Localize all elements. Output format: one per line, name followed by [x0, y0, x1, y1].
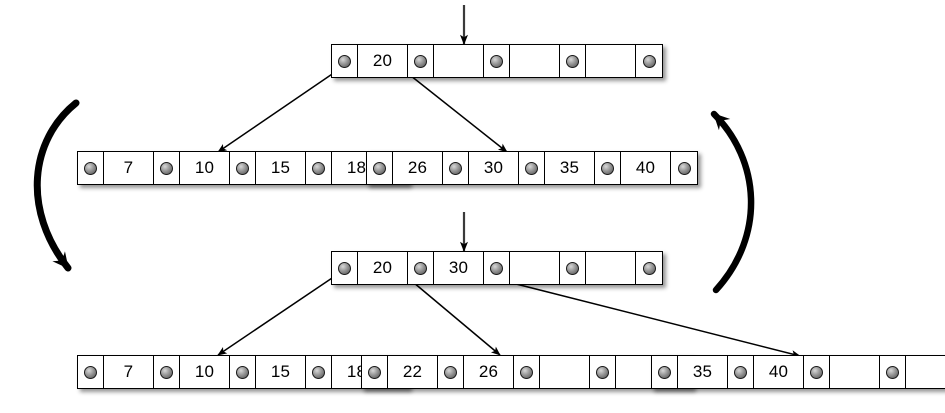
pointer-dot-icon — [444, 365, 457, 379]
key-cell[interactable] — [510, 252, 560, 284]
leaf-node-before-left[interactable]: 7 10 15 18 — [77, 151, 409, 185]
child-edge-after-1 — [217, 271, 342, 356]
pointer-cell[interactable] — [484, 45, 510, 77]
key-cell[interactable]: 35 — [545, 152, 595, 184]
pointer-cell[interactable] — [306, 356, 332, 388]
pointer-cell[interactable] — [595, 152, 621, 184]
pointer-dot-icon — [236, 161, 249, 175]
pointer-dot-icon — [677, 161, 691, 175]
key-cell[interactable]: 26 — [393, 152, 443, 184]
pointer-cell[interactable] — [804, 356, 830, 388]
pointer-dot-icon — [658, 365, 671, 379]
pointer-dot-icon — [414, 261, 427, 275]
key-cell[interactable]: 30 — [469, 152, 519, 184]
pointer-dot-icon — [236, 365, 249, 379]
key-cell[interactable] — [434, 45, 484, 77]
pointer-cell[interactable] — [230, 356, 256, 388]
pointer-cell[interactable] — [728, 356, 754, 388]
pointer-dot-icon — [566, 261, 579, 275]
child-edge-before-2 — [400, 67, 508, 153]
pointer-cell[interactable] — [560, 45, 586, 77]
key-cell[interactable]: 20 — [358, 252, 408, 284]
pointer-cell[interactable] — [514, 356, 540, 388]
root-node-before[interactable]: 20 — [331, 44, 663, 78]
pointer-dot-icon — [490, 54, 503, 68]
pointer-cell[interactable] — [154, 356, 180, 388]
pointer-cell[interactable] — [880, 356, 906, 388]
key-cell[interactable]: 30 — [434, 252, 484, 284]
pointer-dot-icon — [886, 365, 899, 379]
pointer-dot-icon — [490, 261, 503, 275]
key-cell[interactable]: 40 — [621, 152, 671, 184]
pointer-cell[interactable] — [230, 152, 256, 184]
leaf-node-after-right[interactable]: 35 40 — [651, 355, 945, 389]
key-cell[interactable] — [510, 45, 560, 77]
pointer-cell[interactable] — [519, 152, 545, 184]
pointer-dot-icon — [566, 54, 579, 68]
pointer-dot-icon — [642, 54, 656, 68]
key-cell[interactable]: 26 — [464, 356, 514, 388]
pointer-dot-icon — [84, 161, 97, 175]
pointer-dot-icon — [810, 365, 823, 379]
pointer-cell[interactable] — [78, 356, 104, 388]
leaf-node-before-right[interactable]: 26 30 35 40 — [366, 151, 698, 185]
pointer-dot-icon — [520, 365, 533, 379]
pointer-cell[interactable] — [332, 45, 358, 77]
pointer-cell[interactable] — [78, 152, 104, 184]
pointer-cell[interactable] — [636, 252, 662, 284]
pointer-dot-icon — [312, 161, 325, 175]
pointer-cell[interactable] — [652, 356, 678, 388]
pointer-dot-icon — [312, 365, 325, 379]
transition-arrow-right — [710, 110, 755, 294]
pointer-cell[interactable] — [560, 252, 586, 284]
pointer-cell[interactable] — [636, 45, 662, 77]
key-cell[interactable]: 35 — [678, 356, 728, 388]
pointer-cell[interactable] — [443, 152, 469, 184]
child-edge-before-1 — [217, 67, 342, 153]
key-cell[interactable] — [906, 356, 945, 388]
key-cell[interactable]: 22 — [388, 356, 438, 388]
pointer-cell[interactable] — [408, 252, 434, 284]
key-cell[interactable] — [830, 356, 880, 388]
pointer-dot-icon — [84, 365, 97, 379]
pointer-cell[interactable] — [362, 356, 388, 388]
key-cell[interactable]: 10 — [180, 356, 230, 388]
key-cell[interactable] — [586, 252, 636, 284]
pointer-dot-icon — [525, 161, 538, 175]
key-cell[interactable] — [540, 356, 590, 388]
pointer-cell[interactable] — [332, 252, 358, 284]
pointer-cell[interactable] — [671, 152, 697, 184]
pointer-cell[interactable] — [306, 152, 332, 184]
pointer-cell[interactable] — [367, 152, 393, 184]
root-node-after[interactable]: 20 30 — [331, 251, 663, 285]
key-cell[interactable]: 40 — [754, 356, 804, 388]
key-cell[interactable]: 20 — [358, 45, 408, 77]
pointer-dot-icon — [373, 161, 386, 175]
pointer-cell[interactable] — [154, 152, 180, 184]
key-cell[interactable]: 10 — [180, 152, 230, 184]
pointer-cell[interactable] — [438, 356, 464, 388]
pointer-dot-icon — [338, 261, 351, 275]
key-cell[interactable] — [586, 45, 636, 77]
leaf-node-after-middle[interactable]: 22 26 — [361, 355, 693, 389]
leaf-node-after-left[interactable]: 7 10 15 18 — [77, 355, 409, 389]
pointer-cell[interactable] — [590, 356, 616, 388]
pointer-dot-icon — [596, 365, 609, 379]
key-cell[interactable]: 15 — [256, 356, 306, 388]
key-cell[interactable]: 15 — [256, 152, 306, 184]
pointer-cell[interactable] — [484, 252, 510, 284]
pointer-dot-icon — [642, 261, 656, 275]
pointer-cell[interactable] — [408, 45, 434, 77]
pointer-dot-icon — [449, 161, 462, 175]
pointer-dot-icon — [160, 365, 173, 379]
key-cell[interactable]: 7 — [104, 356, 154, 388]
pointer-dot-icon — [414, 54, 427, 68]
pointer-dot-icon — [160, 161, 173, 175]
pointer-dot-icon — [601, 161, 614, 175]
pointer-dot-icon — [734, 365, 747, 379]
pointer-dot-icon — [368, 365, 381, 379]
transition-arrow-left — [33, 99, 80, 272]
pointer-dot-icon — [338, 54, 351, 68]
key-cell[interactable]: 7 — [104, 152, 154, 184]
